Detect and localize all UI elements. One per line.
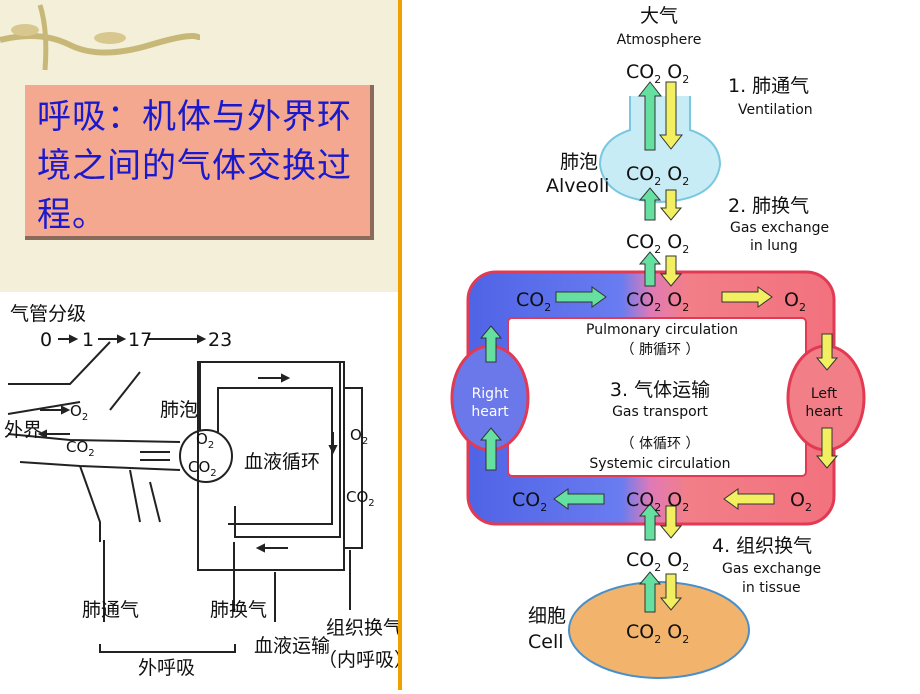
respiration-sketch-svg: 气管分级 0 1 17 23 肺泡 外界 O2 CO2 O2 CO2 O2 CO…	[4, 303, 413, 679]
definition-box: 呼吸：机体与外界环境之间的气体交换过程。	[25, 85, 374, 240]
internal-resp-label: （内呼吸）	[318, 649, 398, 671]
svg-text:O2: O2	[790, 489, 812, 514]
atmosphere-cn: 大气	[640, 5, 678, 27]
cell-en: Cell	[528, 631, 564, 653]
left-panel: 呼吸：机体与外界环境之间的气体交换过程。	[0, 0, 413, 690]
atmosphere-en: Atmosphere	[617, 32, 702, 48]
step2-en-2: in lung	[750, 238, 798, 254]
step1-cn: 1. 肺通气	[728, 75, 809, 97]
blood-transport-label: 血液运输	[254, 635, 330, 657]
right-heart-label-2: heart	[471, 404, 509, 420]
svg-text:O2: O2	[350, 426, 368, 447]
blood-circulation-label: 血液循环	[244, 451, 320, 473]
svg-text:CO2: CO2	[66, 438, 95, 459]
ventilation-label: 肺通气	[82, 599, 139, 621]
svg-text:CO2 O2: CO2 O2	[626, 61, 689, 86]
left-heart-label-2: heart	[805, 404, 843, 420]
panel-divider	[398, 0, 402, 690]
svg-text:O2: O2	[196, 430, 214, 451]
vine-decoration	[0, 4, 200, 71]
svg-text:CO2 O2: CO2 O2	[626, 621, 689, 646]
tissue-exchange-label: 组织换气	[326, 617, 398, 639]
step3-cn: 3. 气体运输	[610, 379, 710, 401]
gen-17: 17	[128, 329, 152, 351]
exchange-arrows	[479, 81, 839, 613]
step1-en: Ventilation	[738, 102, 813, 118]
svg-text:CO2: CO2	[188, 458, 217, 479]
gas-exchange-diagram: CO2 O2 CO2 O2 CO2 O2 CO2 O2 CO2 O2 CO2 O…	[450, 5, 866, 679]
gen-1: 1	[82, 329, 94, 351]
cell-shape	[568, 581, 750, 679]
step2-cn: 2. 肺换气	[728, 195, 809, 217]
right-panel: CO2 O2 CO2 O2 CO2 O2 CO2 O2 CO2 O2 CO2 O…	[402, 0, 920, 690]
gas-labels: CO2 O2 CO2 O2 CO2 O2 CO2 O2 CO2 O2 CO2 O…	[512, 61, 812, 646]
svg-text:CO2 O2: CO2 O2	[626, 163, 689, 188]
step4-en-2: in tissue	[742, 580, 801, 596]
cell-cn: 细胞	[528, 605, 566, 627]
systemic-en: Systemic circulation	[589, 456, 730, 472]
outside-label: 外界	[4, 419, 42, 441]
svg-text:CO2: CO2	[346, 488, 375, 509]
systemic-cn: （ 体循环 ）	[621, 436, 700, 452]
alveoli-cn: 肺泡	[560, 151, 598, 173]
svg-text:CO2 O2: CO2 O2	[626, 549, 689, 574]
svg-text:O2: O2	[784, 289, 806, 314]
gen-23: 23	[208, 329, 232, 351]
step3-en: Gas transport	[612, 404, 708, 420]
svg-text:CO2 O2: CO2 O2	[626, 489, 689, 514]
branch-title: 气管分级	[10, 303, 86, 325]
right-heart-label-1: Right	[472, 386, 509, 402]
step4-cn: 4. 组织换气	[712, 535, 812, 557]
step4-en-1: Gas exchange	[722, 561, 821, 577]
external-resp-label: 外呼吸	[138, 657, 195, 679]
svg-text:CO2 O2: CO2 O2	[626, 231, 689, 256]
step2-en-1: Gas exchange	[730, 220, 829, 236]
alveolus-label: 肺泡	[160, 399, 198, 421]
alveoli-en: Alveoli	[546, 175, 609, 197]
lung-exchange-label: 肺换气	[210, 599, 267, 621]
pulmonary-en: Pulmonary circulation	[586, 322, 738, 338]
left-heart-label-1: Left	[811, 386, 838, 402]
svg-text:O2: O2	[70, 402, 88, 423]
respiration-sketch: 气管分级 0 1 17 23 肺泡 外界 O2 CO2 O2 CO2 O2 CO…	[0, 292, 413, 690]
svg-text:CO2 O2: CO2 O2	[626, 289, 689, 314]
definition-text: 呼吸：机体与外界环境之间的气体交换过程。	[37, 97, 352, 235]
alveoli-shape	[598, 96, 722, 204]
pulmonary-cn: （ 肺循环 ）	[621, 342, 700, 358]
svg-text:CO2: CO2	[512, 489, 547, 514]
svg-text:CO2: CO2	[516, 289, 551, 314]
gen-0: 0	[40, 329, 52, 351]
